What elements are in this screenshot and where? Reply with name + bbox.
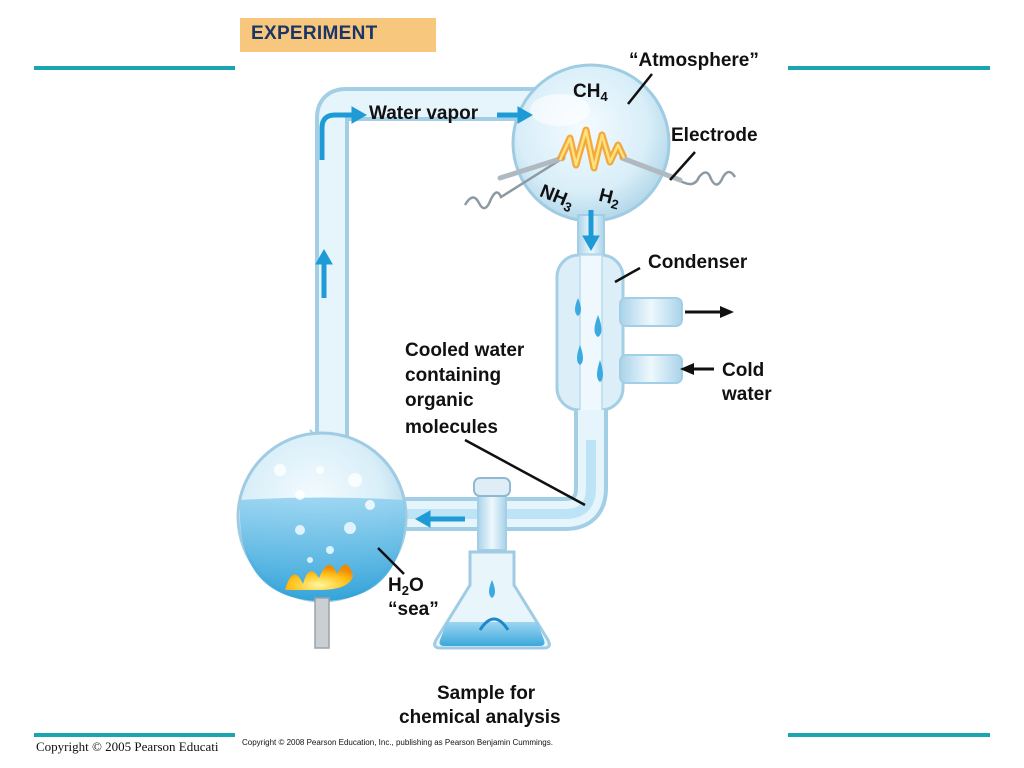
vapor-tube [319, 91, 553, 483]
water-vapor-label: Water vapor [369, 103, 479, 124]
burner-flame [285, 564, 353, 590]
sample-label-line1: Sample for [437, 683, 536, 704]
cooled-water-label-line2: containing [405, 365, 502, 386]
ch4-label: CH4 [573, 81, 608, 104]
flow-arrows [315, 106, 600, 528]
cold-water-port [619, 354, 683, 384]
water-sea [240, 497, 405, 601]
bottom-rule-right [788, 733, 990, 737]
copyright-main: Copyright © 2005 Pearson Educati [36, 739, 219, 754]
sample-label-line2: chemical analysis [399, 707, 561, 728]
bottom-rule-left [34, 733, 235, 737]
experiment-tag-label: EXPERIMENT [251, 23, 378, 44]
leader-lines [377, 73, 696, 575]
electrode-right-wire [624, 158, 737, 186]
cold-water-label-line1: Cold [722, 360, 765, 381]
top-rule-right [788, 66, 990, 70]
atmosphere-label: “Atmosphere” [629, 50, 759, 71]
condenser-label: Condenser [648, 252, 748, 273]
burner [314, 597, 330, 649]
electrode-left-wire [463, 158, 561, 210]
electrode-label: Electrode [671, 125, 758, 146]
sea-label: “sea” [388, 599, 439, 620]
cooled-water-label-line1: Cooled water [405, 340, 525, 361]
cold-water-label-line2: water [722, 384, 772, 405]
copyright-image: Copyright © 2008 Pearson Education, Inc.… [242, 738, 553, 747]
cooled-water-label-line4: molecules [405, 417, 498, 438]
cooled-water-label-line3: organic [405, 390, 474, 411]
hot-water-port [619, 297, 683, 327]
experiment-tag: EXPERIMENT [240, 18, 436, 52]
h2o-label: H2O [388, 575, 424, 598]
top-rule-left [34, 66, 235, 70]
